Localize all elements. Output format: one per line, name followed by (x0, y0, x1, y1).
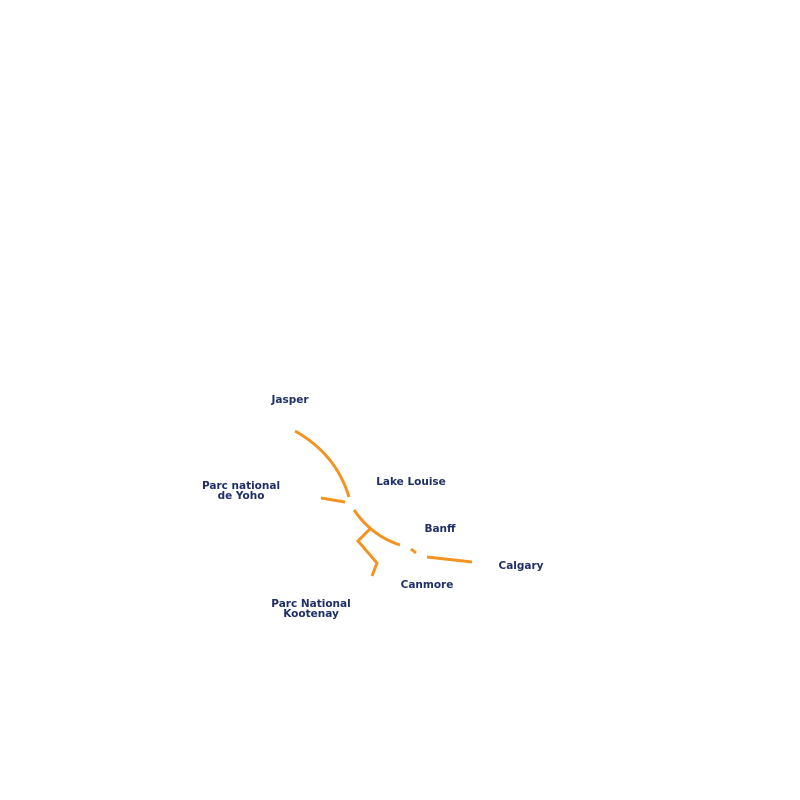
route-kootenay (355, 526, 379, 577)
place-label-kootenay: Parc National Kootenay (271, 598, 351, 620)
route-banff-dash (410, 547, 417, 555)
place-label-jasper: Jasper (271, 394, 309, 406)
place-label-banff: Banff (424, 523, 456, 535)
place-label-yoho-line1: Parc national (201, 480, 281, 492)
place-label-kootenay-line1: Parc National (271, 598, 351, 610)
place-label-canmore: Canmore (400, 579, 454, 591)
route-jasper-lake-louise (294, 429, 351, 498)
route-yoho (320, 496, 346, 504)
place-label-lake-louise: Lake Louise (376, 476, 446, 488)
route-banff-calgary (426, 555, 473, 564)
place-label-kootenay-line2: Kootenay (283, 608, 339, 620)
place-label-yoho-line2: de Yoho (217, 490, 265, 502)
route-lake-louise-banff (352, 509, 401, 547)
place-label-yoho: Parc national de Yoho (201, 480, 281, 502)
place-label-calgary: Calgary (498, 560, 544, 572)
